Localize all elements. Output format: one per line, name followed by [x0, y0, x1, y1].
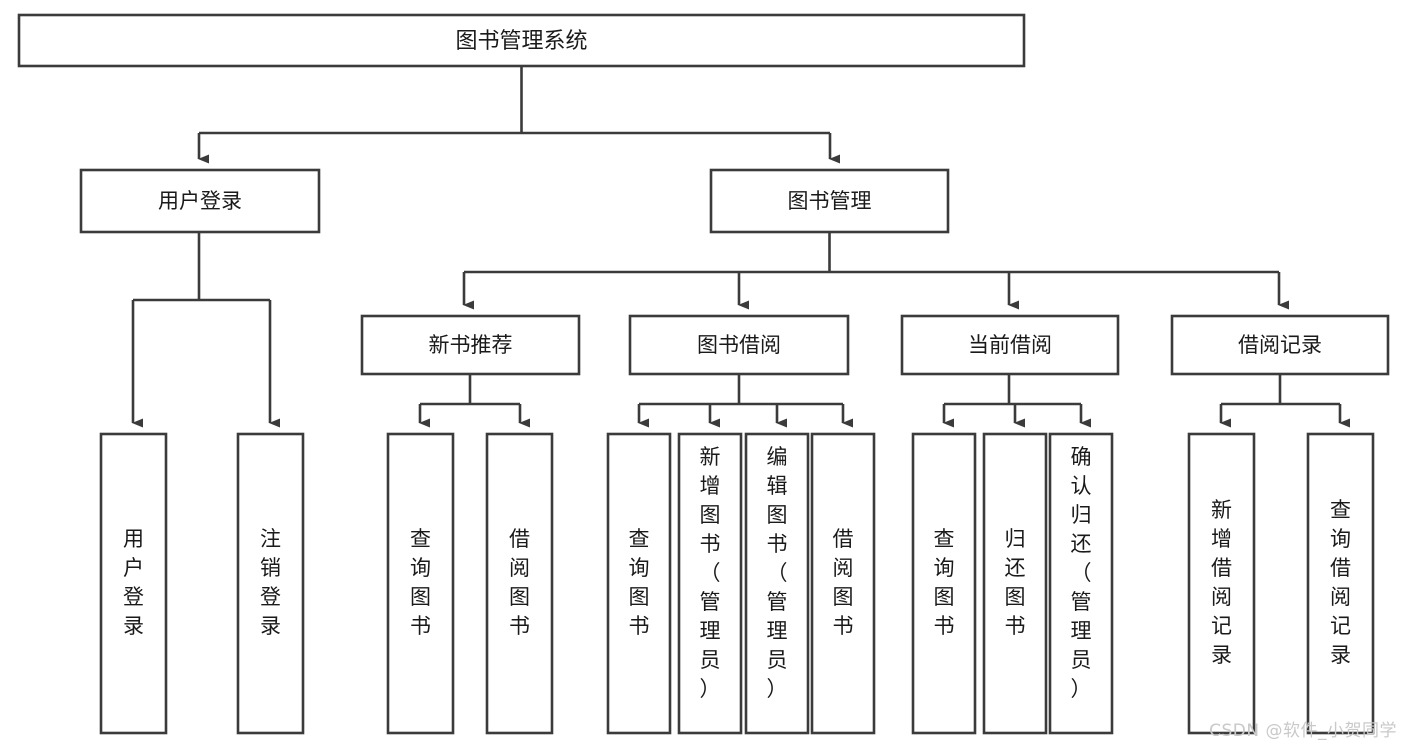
node-book-borrow[interactable]: 图书借阅 — [628, 314, 850, 376]
leaf-node-label: 确认归还（管理员） — [1071, 445, 1092, 701]
leaf-node-box[interactable] — [810, 432, 876, 735]
connector-group — [131, 66, 1350, 428]
node-borrow-record-label: 借阅记录 — [1238, 333, 1322, 357]
node-current-borrow-label: 当前借阅 — [968, 333, 1052, 357]
leaf-node[interactable]: 确认归还（管理员） — [1048, 432, 1114, 735]
leaf-node-box[interactable] — [1187, 432, 1256, 735]
leaf-node-label: 借阅图书 — [833, 527, 854, 638]
leaf-node-label: 注销登录 — [260, 527, 281, 638]
leaf-node-label: 借阅图书 — [509, 527, 530, 638]
node-borrow-record-box[interactable] — [1170, 314, 1390, 376]
leaf-node[interactable]: 用户登录 — [99, 432, 168, 735]
leaf-node-label: 新增图书（管理员） — [700, 445, 721, 701]
leaf-node[interactable]: 注销登录 — [236, 432, 305, 735]
leaf-node-label: 查询图书 — [934, 527, 955, 638]
leaf-node-box[interactable] — [236, 432, 305, 735]
leaf-node-box[interactable] — [1306, 432, 1375, 735]
node-current-borrow-box[interactable] — [900, 314, 1120, 376]
leaf-node[interactable]: 归还图书 — [982, 432, 1048, 735]
node-current-borrow[interactable]: 当前借阅 — [900, 314, 1120, 376]
node-new-book-recommend[interactable]: 新书推荐 — [360, 314, 581, 376]
leaf-node[interactable]: 借阅图书 — [485, 432, 554, 735]
leaf-node[interactable]: 查询图书 — [606, 432, 672, 735]
leaf-node-label: 新增借阅记录 — [1211, 498, 1232, 667]
node-user-login-label: 用户登录 — [158, 189, 242, 213]
node-root-box[interactable] — [17, 13, 1026, 68]
node-borrow-record[interactable]: 借阅记录 — [1170, 314, 1390, 376]
leaf-node-box[interactable] — [677, 432, 743, 735]
leaf-node-label: 查询借阅记录 — [1330, 498, 1351, 667]
leaf-node[interactable]: 编辑图书（管理员） — [744, 432, 810, 735]
leaf-node[interactable]: 查询借阅记录 — [1306, 432, 1375, 735]
leaf-node[interactable]: 借阅图书 — [810, 432, 876, 735]
leaf-node-box[interactable] — [982, 432, 1048, 735]
leaf-node-label: 编辑图书（管理员） — [767, 445, 788, 701]
node-book-manage[interactable]: 图书管理 — [709, 168, 950, 234]
leaf-node[interactable]: 查询图书 — [386, 432, 455, 735]
leaf-node[interactable]: 新增借阅记录 — [1187, 432, 1256, 735]
node-root[interactable]: 图书管理系统 — [17, 13, 1026, 68]
leaf-node-box[interactable] — [485, 432, 554, 735]
leaf-node-box[interactable] — [99, 432, 168, 735]
leaf-node[interactable]: 查询图书 — [911, 432, 977, 735]
node-new-book-recommend-label: 新书推荐 — [429, 333, 513, 357]
node-book-manage-label: 图书管理 — [788, 189, 872, 213]
leaf-node-box[interactable] — [1048, 432, 1114, 735]
node-new-book-recommend-box[interactable] — [360, 314, 581, 376]
node-user-login[interactable]: 用户登录 — [79, 168, 321, 234]
leaf-node-label: 归还图书 — [1005, 527, 1026, 638]
leaf-node-box[interactable] — [386, 432, 455, 735]
leaf-node-group: 用户登录 注销登录 查询图书 借阅图书 查询图书 新增图书（管理员） 编辑图书（管理员） 借阅… — [99, 432, 1375, 735]
node-book-borrow-box[interactable] — [628, 314, 850, 376]
node-root-label: 图书管理系统 — [455, 29, 587, 54]
node-book-manage-box[interactable] — [709, 168, 950, 234]
leaf-node-label: 用户登录 — [123, 527, 144, 638]
leaf-node-label: 查询图书 — [629, 527, 650, 638]
csdn-watermark: CSDN @软件_小贺同学 — [1209, 721, 1397, 741]
leaf-node-box[interactable] — [606, 432, 672, 735]
leaf-node-label: 查询图书 — [410, 527, 431, 638]
leaf-node-box[interactable] — [911, 432, 977, 735]
leaf-node-box[interactable] — [744, 432, 810, 735]
node-book-borrow-label: 图书借阅 — [697, 333, 781, 357]
leaf-node[interactable]: 新增图书（管理员） — [677, 432, 743, 735]
node-user-login-box[interactable] — [79, 168, 321, 234]
